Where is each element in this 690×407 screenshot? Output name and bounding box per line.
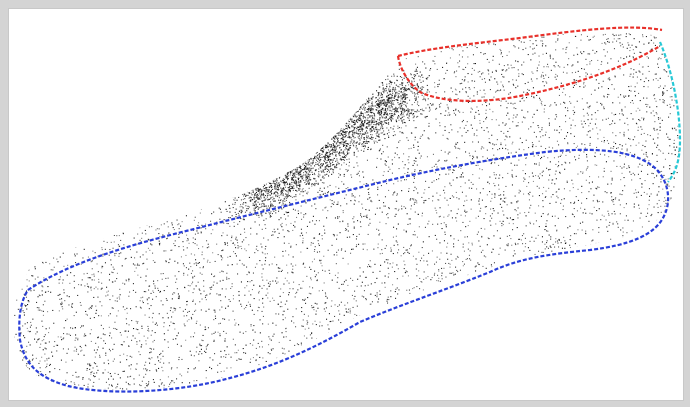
top-opening-contour-back	[397, 26, 663, 58]
feather-line-contour	[18, 148, 670, 393]
render-canvas	[8, 8, 684, 401]
point-cloud-points	[13, 32, 680, 390]
top-opening-contour	[396, 45, 661, 102]
heel-back-contour	[658, 41, 682, 183]
